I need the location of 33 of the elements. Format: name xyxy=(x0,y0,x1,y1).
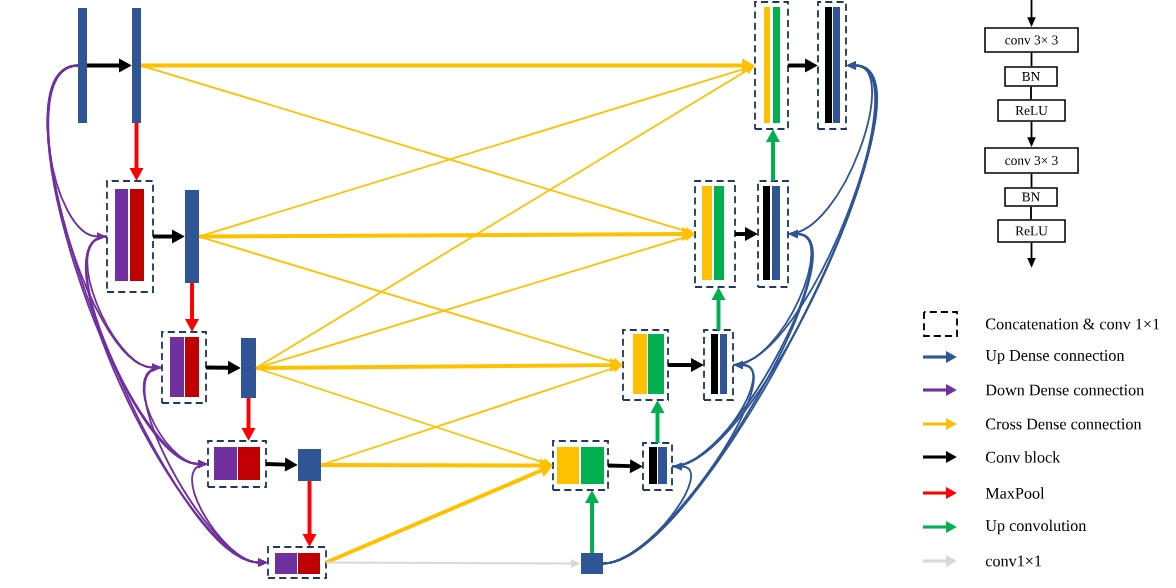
legend-label: Concatenation & conv 1×1 xyxy=(985,318,1160,330)
legend-label: MaxPool xyxy=(985,487,1045,499)
feature-block xyxy=(817,1,847,130)
layer-box: conv 3× 3 xyxy=(984,27,1079,53)
feature-block xyxy=(207,440,267,488)
legend-label: Down Dense connection xyxy=(985,384,1144,396)
feature-block xyxy=(552,440,609,491)
feature-bar xyxy=(581,553,603,574)
legend-label: conv1×1 xyxy=(985,555,1042,567)
feature-bar xyxy=(132,8,141,123)
feature-block xyxy=(757,180,789,288)
legend-label: Up Dense connection xyxy=(985,349,1125,365)
legend-label: Up convolution xyxy=(985,519,1087,535)
feature-block xyxy=(703,329,734,401)
feature-block xyxy=(694,180,736,288)
feature-bar xyxy=(298,449,321,481)
feature-block xyxy=(622,329,669,401)
feature-block xyxy=(267,546,327,579)
layer-box: conv 3× 3 xyxy=(984,147,1079,174)
feature-bar xyxy=(241,338,256,398)
feature-block xyxy=(642,442,673,491)
feature-block xyxy=(754,1,789,130)
feature-bar xyxy=(185,190,199,283)
layer-box: ReLU xyxy=(997,219,1066,243)
feature-bar xyxy=(78,8,87,123)
legend-label: Conv block xyxy=(985,451,1061,463)
layer-box: BN xyxy=(1004,187,1058,207)
legend-label: Cross Dense connection xyxy=(985,418,1142,430)
feature-block xyxy=(161,331,207,404)
layer-box: BN xyxy=(1004,66,1058,87)
arrow xyxy=(787,61,873,235)
feature-block xyxy=(106,180,154,293)
layer-box: ReLU xyxy=(997,99,1066,122)
